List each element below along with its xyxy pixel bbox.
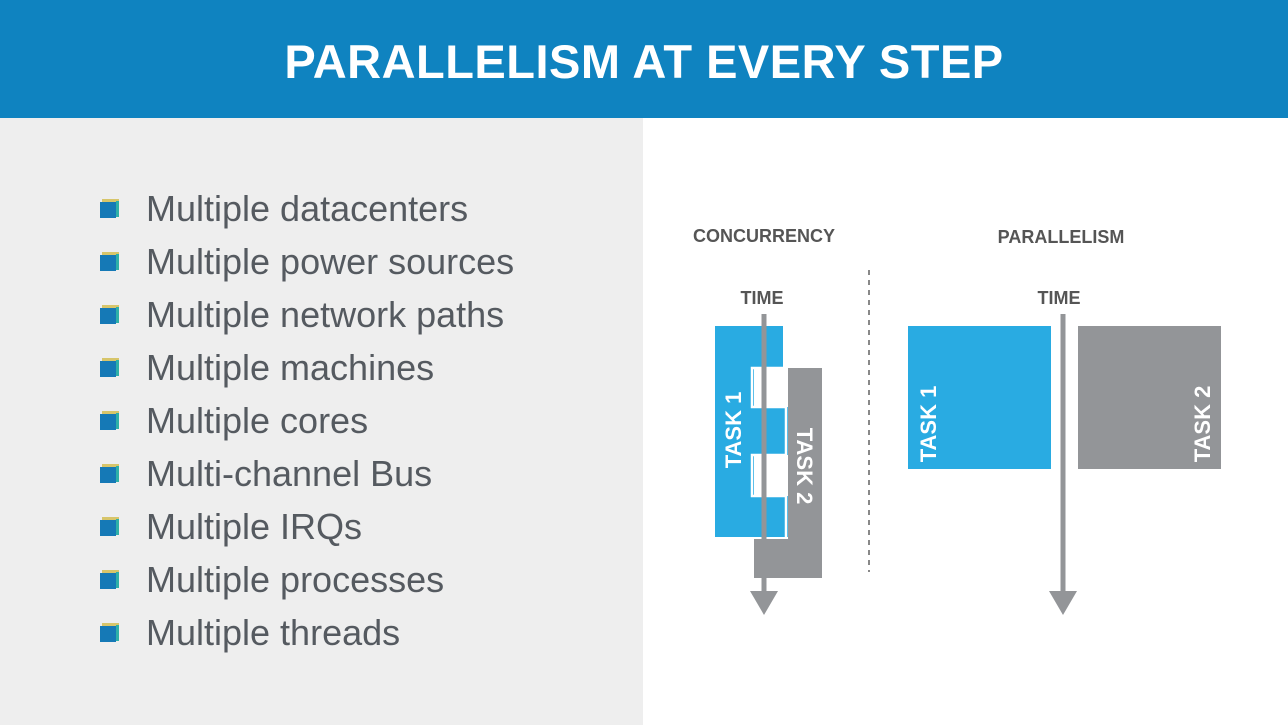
bullet-item: Multiple IRQs: [100, 500, 514, 553]
bullet-item: Multiple machines: [100, 341, 514, 394]
bullet-item: Multiple threads: [100, 606, 514, 659]
bullet-text: Multiple IRQs: [146, 505, 363, 547]
parallelism-task2-label: TASK 2: [1190, 386, 1215, 463]
bullet-text: Multi-channel Bus: [146, 452, 433, 494]
concurrency-task2-label: TASK 2: [792, 428, 817, 505]
bullet-text: Multiple machines: [146, 346, 435, 388]
bullet-item: Multiple cores: [100, 394, 514, 447]
slide-title: PARALLELISM AT EVERY STEP: [284, 34, 1004, 88]
bullet-item: Multiple processes: [100, 553, 514, 606]
interleave-outline: [750, 366, 788, 539]
parallelism-time-label: TIME: [1038, 288, 1081, 308]
bullet-item: Multiple network paths: [100, 288, 514, 341]
cube-bullet-icon: [100, 305, 119, 324]
cube-bullet-icon: [100, 570, 119, 589]
bullet-text: Multiple threads: [146, 611, 401, 653]
concurrency-time-label: TIME: [741, 288, 784, 308]
bullet-list: Multiple datacenters Multiple power sour…: [100, 182, 514, 659]
bullet-text: Multiple datacenters: [146, 187, 469, 229]
parallelism-arrow-head: [1049, 591, 1077, 615]
cube-bullet-icon: [100, 358, 119, 377]
bullet-text: Multiple power sources: [146, 240, 515, 282]
cube-bullet-icon: [100, 623, 119, 642]
cube-bullet-icon: [100, 411, 119, 430]
concurrency-task1-label: TASK 1: [721, 392, 746, 469]
cube-bullet-icon: [100, 199, 119, 218]
parallelism-task2-block: [1078, 326, 1221, 469]
title-bar: PARALLELISM AT EVERY STEP: [0, 0, 1288, 118]
cube-bullet-icon: [100, 517, 119, 536]
parallelism-heading: PARALLELISM: [998, 227, 1125, 247]
bullet-text: Multiple processes: [146, 558, 445, 600]
concurrency-task1-block: [715, 326, 788, 537]
parallelism-task1-block: [908, 326, 1051, 469]
bullet-text: Multiple cores: [146, 399, 369, 441]
concurrency-arrow-head: [750, 591, 778, 615]
bullet-item: Multi-channel Bus: [100, 447, 514, 500]
parallelism-task1-label: TASK 1: [916, 386, 941, 463]
concurrency-heading: CONCURRENCY: [693, 226, 835, 246]
bullet-item: Multiple power sources: [100, 235, 514, 288]
cube-bullet-icon: [100, 464, 119, 483]
cube-bullet-icon: [100, 252, 119, 271]
bullet-text: Multiple network paths: [146, 293, 505, 335]
bullet-item: Multiple datacenters: [100, 182, 514, 235]
